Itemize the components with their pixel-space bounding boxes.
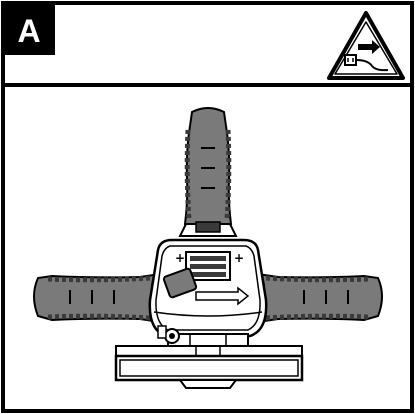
figure-label-badge [3, 3, 55, 55]
unplug-power-warning-icon [327, 11, 405, 80]
figure-label: A [17, 13, 40, 49]
gear-head-body: + + [148, 238, 268, 338]
top-side-handle [178, 107, 238, 237]
header-divider [3, 83, 412, 87]
guard-collar [157, 325, 249, 347]
left-side-handle [33, 272, 163, 324]
wheel-guard [114, 345, 304, 389]
plus-mark-right: + [234, 251, 244, 265]
plus-mark-left: + [175, 251, 185, 265]
right-side-handle [253, 272, 383, 324]
angle-grinder-side-handle-positions-icon: + + [33, 107, 383, 389]
